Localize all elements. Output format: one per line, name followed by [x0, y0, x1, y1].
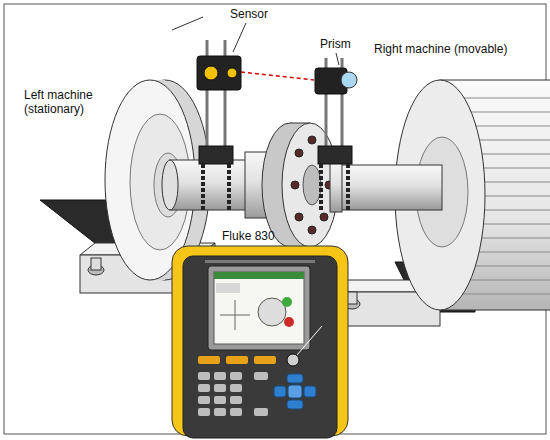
- prism-unit: [341, 72, 357, 88]
- sensor-unit: [197, 40, 241, 212]
- label-holder: Prism: [320, 37, 351, 51]
- fluke-device: [287, 354, 299, 366]
- navigation-key: [287, 400, 303, 409]
- fluke-device: [198, 356, 220, 364]
- left-shaft: [170, 160, 250, 210]
- keypad-key: [230, 408, 242, 416]
- coupling-bolt: [308, 226, 316, 234]
- prism-unit: [346, 164, 350, 210]
- keypad-key: [198, 384, 210, 392]
- part-label: Right machine (movable): [374, 42, 507, 56]
- fluke-device: [254, 356, 276, 364]
- fluke-device: [284, 317, 294, 327]
- leader-line: [233, 23, 246, 52]
- label-holder: Right machine (movable): [374, 42, 507, 56]
- coupling-bolt: [291, 181, 299, 189]
- part-label: Prism: [320, 37, 351, 51]
- left-shaft: [162, 160, 178, 210]
- fluke-device: [214, 272, 304, 344]
- fluke-device: [216, 283, 240, 293]
- sensor-unit: [227, 68, 237, 78]
- coupling-bolt: [295, 213, 303, 221]
- label-holder: Sensor: [230, 7, 268, 21]
- leader-line: [297, 326, 322, 355]
- shaft-coupling: [303, 165, 321, 205]
- fluke-device: [226, 356, 248, 364]
- fluke-device: [183, 256, 337, 438]
- fluke-device: [258, 298, 286, 326]
- cooling-fins: [455, 98, 550, 99]
- keypad-key: [214, 408, 226, 416]
- fluke-device: [282, 297, 292, 307]
- right-shaft: [330, 165, 442, 210]
- fluke-device: [208, 266, 310, 350]
- right-shaft: [330, 165, 442, 210]
- navigation-key: [274, 374, 316, 409]
- part-label: Fluke 830: [222, 229, 275, 243]
- cooling-fins: [455, 294, 550, 295]
- sensor-unit: [197, 56, 241, 90]
- prism-unit: [318, 146, 352, 164]
- coupling-bolt: [308, 136, 316, 144]
- prism-unit: [319, 164, 323, 210]
- laser-beam: [241, 72, 314, 80]
- coupling-bolt: [320, 213, 328, 221]
- part-label: Left machine (stationary): [24, 88, 108, 116]
- sensor-unit: [199, 146, 233, 164]
- keypad-key: [198, 372, 268, 416]
- sensor-unit: [204, 66, 218, 80]
- keypad-key: [214, 384, 226, 392]
- fluke-device: [214, 272, 304, 279]
- sensor-unit: [227, 164, 231, 212]
- fluke-device: [235, 300, 236, 330]
- fluke-device: [205, 260, 315, 263]
- keypad-key: [214, 396, 226, 404]
- keypad-key: [230, 396, 242, 404]
- shaft-coupling: [330, 160, 342, 212]
- prism-unit: [315, 58, 357, 210]
- keypad-key: [198, 372, 210, 380]
- keypad-key: [254, 408, 268, 416]
- navigation-key: [304, 386, 316, 397]
- navigation-key: [274, 386, 286, 397]
- left-machine: [91, 258, 101, 270]
- keypad-key: [230, 372, 242, 380]
- left-shaft: [162, 160, 250, 210]
- navigation-key: [287, 374, 303, 383]
- keypad-key: [214, 372, 226, 380]
- label-holder: Fluke 830: [222, 229, 275, 243]
- part-label: Sensor: [230, 7, 268, 21]
- right-machine: [330, 80, 550, 326]
- keypad-key: [230, 384, 242, 392]
- keypad-key: [198, 408, 210, 416]
- leader-line: [336, 53, 339, 65]
- keypad-key: [254, 372, 268, 380]
- leader-line: [172, 17, 203, 30]
- fluke-device: [172, 246, 348, 438]
- keypad-key: [198, 396, 210, 404]
- coupling-bolt: [295, 149, 303, 157]
- navigation-key: [288, 385, 302, 398]
- label-holder: Left machine (stationary): [24, 88, 108, 116]
- sensor-unit: [201, 164, 205, 212]
